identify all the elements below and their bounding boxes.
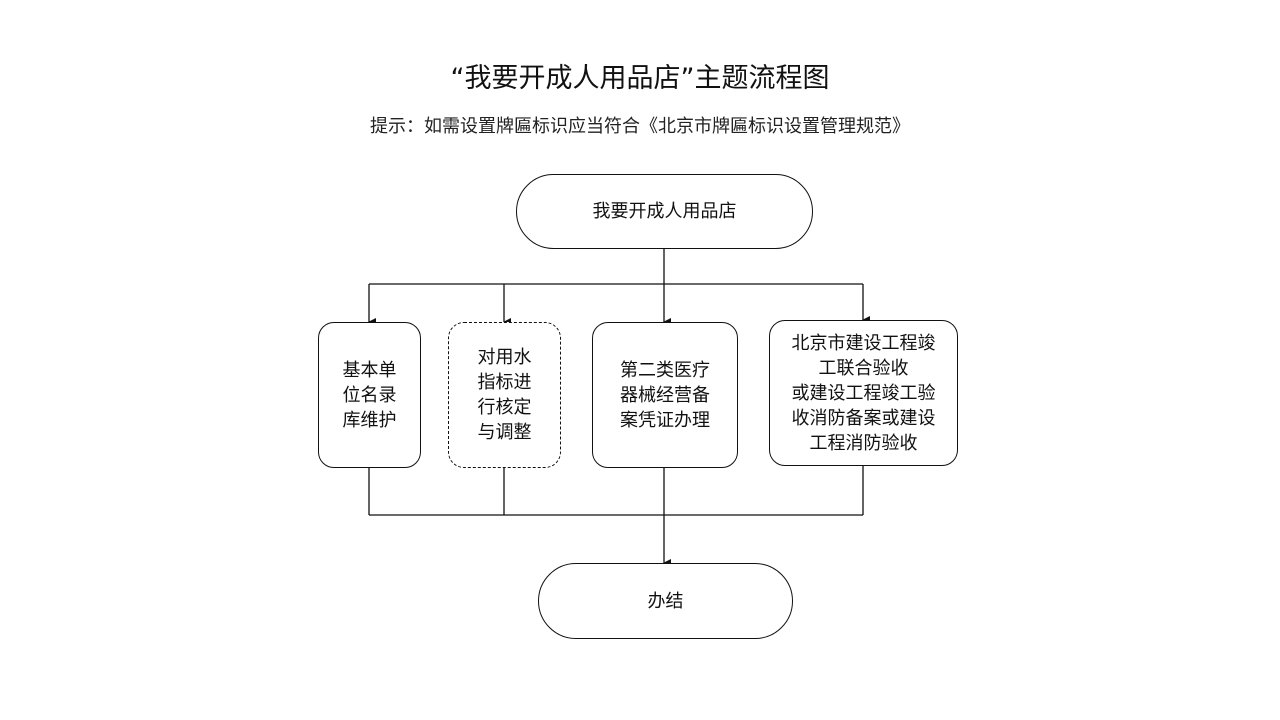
start-label: 我要开成人用品店: [592, 201, 737, 222]
hint-text: 提示：如需设置牌匾标识应当符合《北京市牌匾标识设置管理规范》: [370, 116, 910, 137]
step-label: 北京市建设工程竣 工联合验收 或建设工程竣工验 收消防备案或建设 工程消防验收: [791, 332, 936, 454]
step-node-4: 北京市建设工程竣 工联合验收 或建设工程竣工验 收消防备案或建设 工程消防验收: [769, 320, 958, 466]
step-label: 第二类医疗 器械经营备 案凭证办理: [620, 359, 710, 431]
step-node-3: 第二类医疗 器械经营备 案凭证办理: [592, 322, 738, 468]
end-label: 办结: [647, 590, 684, 612]
step-node-2: 对用水 指标进 行核定 与调整: [448, 322, 561, 468]
step-label: 基本单 位名录 库维护: [342, 359, 397, 431]
start-node: 我要开成人用品店: [516, 174, 813, 249]
page-title: “我要开成人用品店”主题流程图: [450, 63, 830, 94]
end-node: 办结: [538, 563, 793, 639]
step-label: 对用水 指标进 行核定 与调整: [477, 347, 532, 443]
step-node-1: 基本单 位名录 库维护: [318, 322, 421, 468]
